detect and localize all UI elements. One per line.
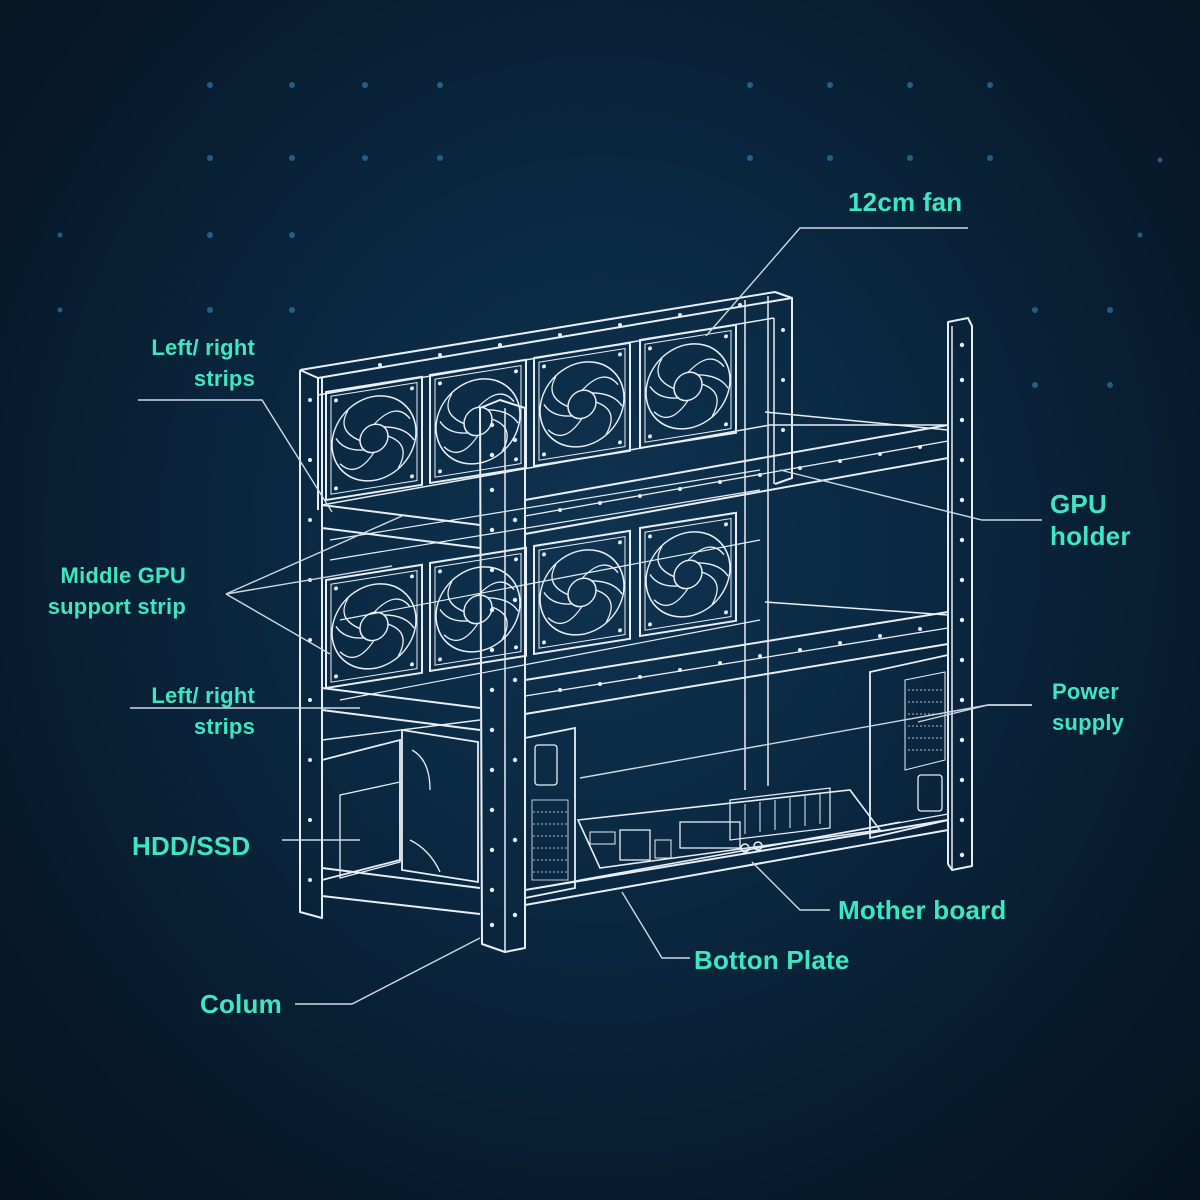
leader-lines [130,227,1042,1005]
label-line: holder [1050,521,1131,551]
label-line: supply [1052,710,1125,735]
power-supply-unit [524,653,949,900]
frame-holes [308,303,965,928]
label-gpu-holder: GPU holder [1050,488,1131,552]
label-line: Power [1052,679,1120,704]
fans-lower-row [324,511,738,690]
label-mother-board: Mother board [838,895,1007,925]
label-line: Left/ right [151,335,255,360]
label-hdd-ssd: HDD/SSD [132,831,251,861]
label-12cm-fan: 12cm fan [848,187,963,217]
label-line: Left/ right [151,683,255,708]
motherboard [576,787,882,869]
label-middle-gpu-support-strip: Middle GPU support strip [20,560,186,622]
label-line: strips [193,366,255,391]
background-dot-grid [57,82,1163,388]
label-left-right-strips-bottom: Left/ right strips [100,680,255,742]
label-line: GPU [1050,489,1107,519]
label-column: Colum [200,989,282,1019]
label-power-supply: Power supply [1052,676,1124,738]
label-left-right-strips-top: Left/ right strips [100,332,255,394]
label-line: Middle GPU [60,563,186,588]
label-line: support strip [47,594,186,619]
hdd-ssd-drive [321,728,479,884]
label-bottom-plate: Botton Plate [694,945,850,975]
label-line: strips [193,714,255,739]
